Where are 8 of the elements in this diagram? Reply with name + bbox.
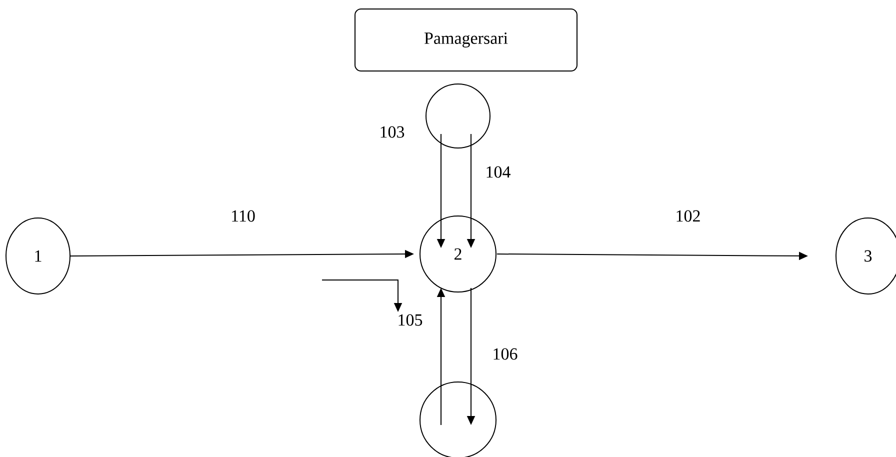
flow-label: 105 — [398, 314, 422, 326]
edge-label: 102 — [676, 210, 700, 222]
name-box: Pamagersari — [354, 8, 578, 72]
edge-label: 106 — [494, 348, 518, 360]
node-circle — [426, 84, 490, 148]
edge-label: 110 — [232, 210, 255, 222]
edge-label: 103 — [380, 126, 404, 138]
edge-label: 104 — [486, 166, 510, 178]
